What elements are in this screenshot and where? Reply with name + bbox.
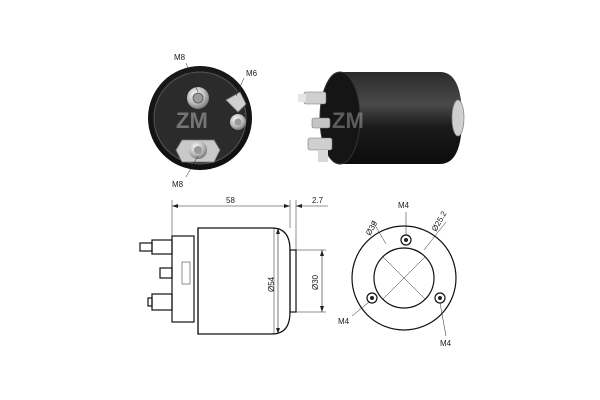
dim-arrow-30-bottom bbox=[320, 306, 324, 312]
front-view-photo: ZM M8 M6 M8 bbox=[148, 53, 258, 189]
label-m4-left: M4 bbox=[338, 317, 350, 326]
leader-m6 bbox=[235, 77, 245, 97]
outline-stud-top-tip bbox=[139, 242, 153, 252]
leader-dia-39 bbox=[371, 219, 387, 245]
dim-arrow-30-top bbox=[320, 250, 324, 256]
side-outline-drawing: 58 2.7 Ø54 Ø30 bbox=[139, 196, 328, 335]
outline-nose bbox=[289, 249, 297, 313]
end-diag-2 bbox=[382, 256, 426, 300]
side-terminal-bottom-bolt bbox=[318, 150, 328, 162]
end-view-drawing: M4 M4 M4 Ø39 Ø25.2 bbox=[338, 201, 457, 348]
front-cap bbox=[153, 71, 247, 165]
terminal-bottom-bolt bbox=[194, 146, 202, 154]
label-m4-top: M4 bbox=[398, 201, 410, 210]
end-hole-right-center bbox=[438, 296, 442, 300]
watermark-text-side: ZM bbox=[332, 108, 364, 133]
terminal-m6-bolt bbox=[234, 118, 242, 126]
dim-arrow-2-7 bbox=[296, 204, 302, 208]
side-terminal-top-nut bbox=[298, 94, 306, 102]
terminal-top-bolt bbox=[192, 92, 204, 104]
label-dim-54: Ø54 bbox=[267, 276, 276, 292]
label-dim-30: Ø30 bbox=[311, 274, 320, 290]
side-terminal-top bbox=[303, 91, 327, 105]
plunger-nose bbox=[451, 99, 465, 137]
end-hole-left bbox=[366, 292, 378, 304]
label-m4-right: M4 bbox=[440, 339, 452, 348]
outline-stud-top bbox=[151, 239, 173, 255]
end-hole-top-center bbox=[404, 238, 408, 242]
end-hole-left-center bbox=[370, 296, 374, 300]
terminal-m6-tab bbox=[225, 91, 247, 113]
end-inner-circle bbox=[373, 247, 435, 309]
leader-m8-top bbox=[185, 62, 199, 93]
leader-m4-left bbox=[351, 301, 370, 317]
outline-terminal-block bbox=[171, 235, 195, 323]
side-terminal-bottom bbox=[307, 137, 333, 151]
outline-stud-mid bbox=[159, 267, 173, 279]
label-m8-top: M8 bbox=[174, 53, 186, 62]
side-terminal-mid bbox=[311, 117, 331, 129]
outline-terminal-slot bbox=[181, 261, 191, 285]
label-dia-39: Ø39 bbox=[364, 219, 380, 237]
leader-m4-right bbox=[439, 302, 447, 337]
watermark-text: ZM bbox=[176, 108, 208, 133]
side-view-photo: ZM bbox=[298, 71, 465, 165]
leader-dia-25 bbox=[423, 221, 447, 251]
dim-arrow-left bbox=[172, 204, 178, 208]
label-dim-2-7: 2.7 bbox=[312, 196, 324, 205]
outline-stud-bottom bbox=[151, 293, 173, 311]
dim-arrow-54-top bbox=[276, 228, 280, 234]
end-outer-circle bbox=[351, 225, 457, 331]
outline-body bbox=[197, 227, 291, 335]
label-m6: M6 bbox=[246, 69, 258, 78]
solenoid-body bbox=[340, 72, 462, 164]
outline-stud-bottom-tip bbox=[147, 297, 153, 307]
leader-m8-bottom bbox=[185, 155, 199, 178]
label-m8-bottom: M8 bbox=[172, 180, 184, 189]
dim-arrow-right bbox=[284, 204, 290, 208]
label-dia-25: Ø25.2 bbox=[430, 209, 449, 233]
label-dim-58: 58 bbox=[226, 196, 235, 205]
dim-arrow-54-bottom bbox=[276, 328, 280, 334]
